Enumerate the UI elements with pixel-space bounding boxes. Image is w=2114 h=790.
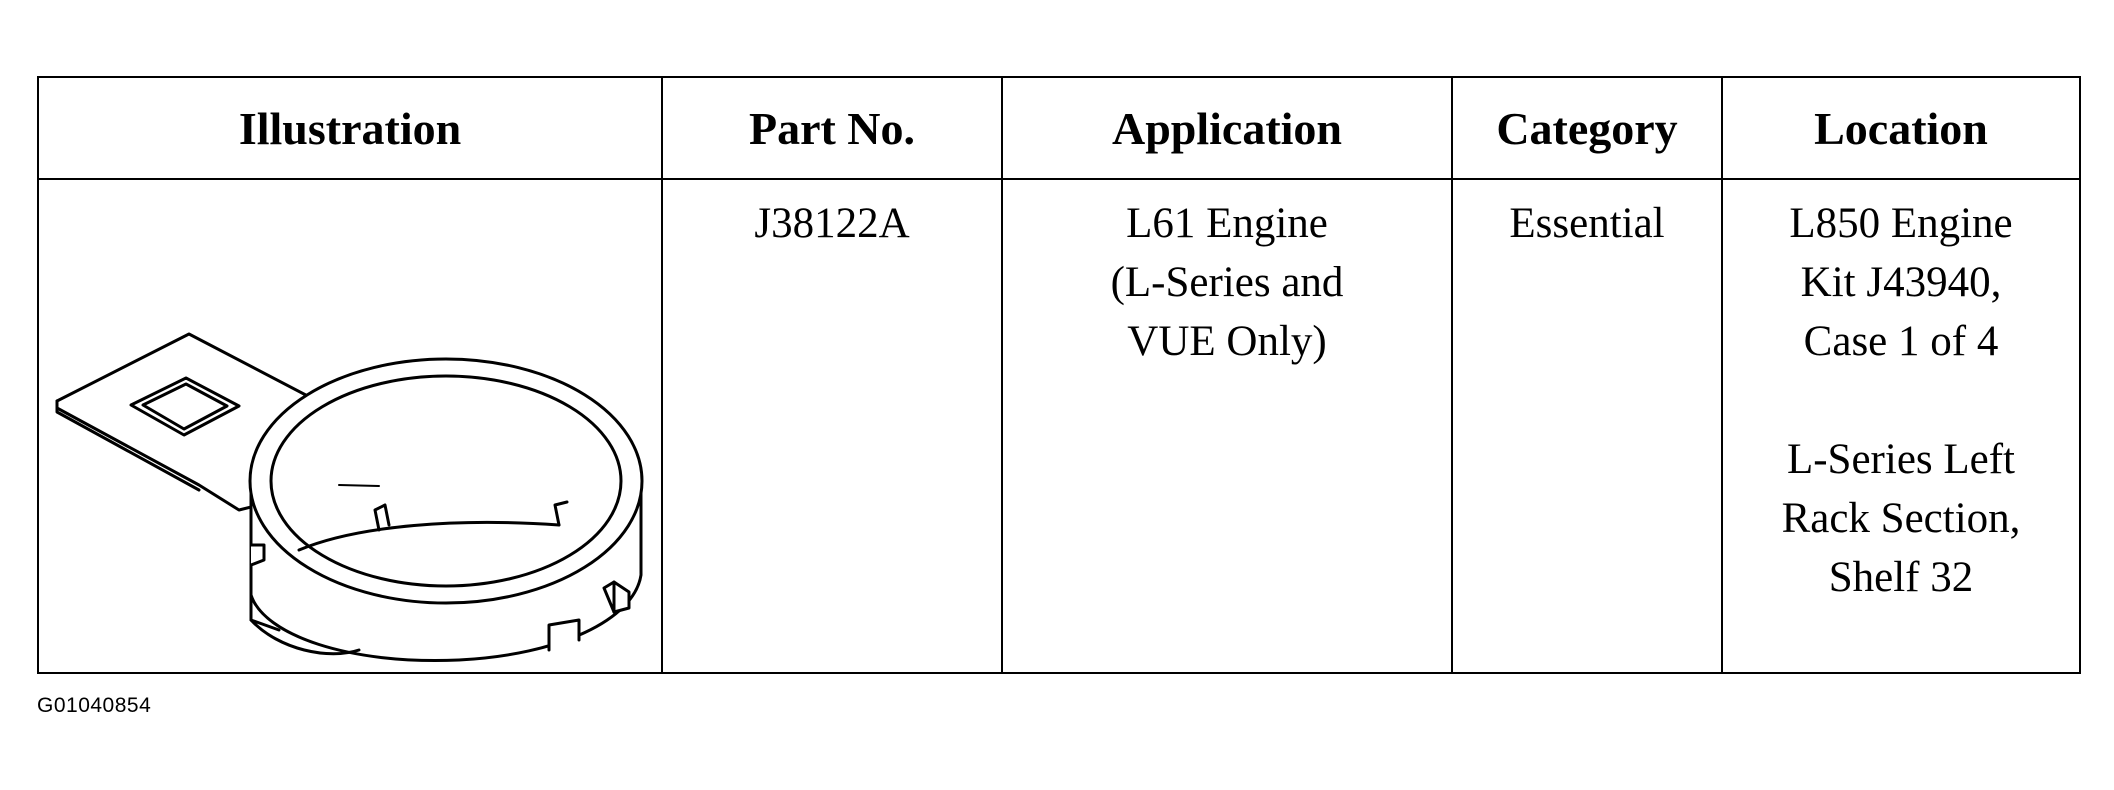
part-number: J38122A (754, 200, 910, 247)
cell-illustration (37, 178, 663, 674)
locking-ring-tool-icon (55, 332, 644, 663)
header-application: Application (1001, 76, 1453, 180)
header-part-no: Part No. (661, 76, 1003, 180)
header-illustration: Illustration (37, 76, 663, 180)
cell-application: L61 Engine (L-Series and VUE Only) (1001, 178, 1453, 674)
location-line: Case 1 of 4 (1803, 318, 1999, 365)
cell-category: Essential (1451, 178, 1723, 674)
header-category: Category (1451, 76, 1723, 180)
table-header-row: Illustration Part No. Application Catego… (37, 76, 2081, 180)
header-location: Location (1721, 76, 2081, 180)
location-spacer (1723, 371, 2079, 430)
cell-location: L850 Engine Kit J43940, Case 1 of 4 L-Se… (1721, 178, 2081, 674)
application-line: (L-Series and (1110, 259, 1344, 306)
application-line: VUE Only) (1127, 318, 1327, 365)
special-tools-table: Illustration Part No. Application Catego… (37, 76, 2081, 674)
location-line: Shelf 32 (1828, 554, 1974, 601)
location-line: Rack Section, (1781, 495, 2021, 542)
application-line: L61 Engine (1126, 200, 1328, 247)
category-value: Essential (1509, 200, 1665, 247)
location-line: L-Series Left (1786, 436, 2016, 483)
table-row: J38122A L61 Engine (L-Series and VUE Onl… (37, 178, 2081, 674)
location-line: L850 Engine (1789, 200, 2013, 247)
location-line: Kit J43940, (1800, 259, 2002, 306)
cell-part-no: J38122A (661, 178, 1003, 674)
figure-id: G01040854 (37, 694, 152, 717)
